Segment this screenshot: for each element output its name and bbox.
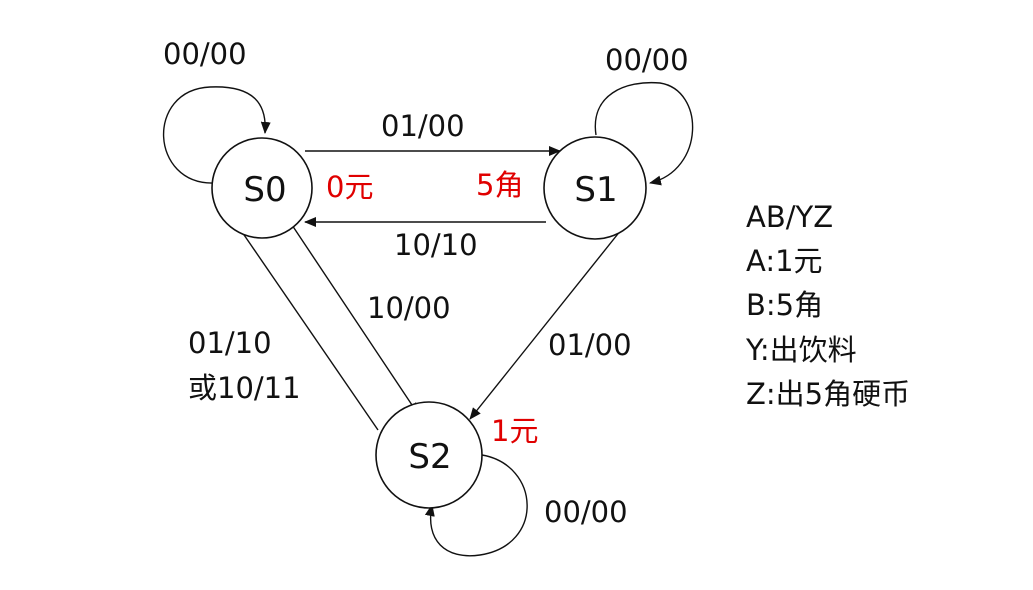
edge-s1-s2 bbox=[469, 224, 626, 420]
state-amount-s1: 5角 bbox=[476, 168, 523, 202]
state-amount-s2: 1元 bbox=[491, 414, 538, 448]
legend-line-2: A:1元 bbox=[746, 244, 823, 278]
edge-s1-self bbox=[594, 81, 694, 186]
edge-s0-s2 bbox=[291, 224, 419, 415]
legend: AB/YZ A:1元 B:5角 Y:出饮料 Z:出5角硬币 bbox=[745, 200, 910, 411]
label-s0-self: 00/00 bbox=[163, 37, 247, 71]
legend-line-1: AB/YZ bbox=[746, 200, 833, 234]
state-amount-s0: 0元 bbox=[326, 170, 373, 204]
edge-s2-self bbox=[424, 454, 528, 557]
label-s2-s0-line1: 01/10 bbox=[188, 326, 272, 360]
state-label-s0: S0 bbox=[243, 170, 286, 210]
label-s1-self: 00/00 bbox=[605, 43, 689, 77]
label-s2-self: 00/00 bbox=[544, 495, 628, 529]
label-s0-s2: 10/00 bbox=[367, 291, 451, 325]
edge-s0-self bbox=[162, 86, 271, 184]
edge-s2-s0 bbox=[228, 212, 379, 431]
label-s2-s0-line2: 或10/11 bbox=[188, 371, 301, 405]
legend-line-5: Z:出5角硬币 bbox=[746, 377, 910, 411]
legend-line-3: B:5角 bbox=[746, 288, 823, 322]
state-node-s2[interactable] bbox=[375, 401, 483, 509]
label-s1-s2: 01/00 bbox=[548, 328, 632, 362]
state-label-s2: S2 bbox=[408, 437, 451, 477]
state-label-s1: S1 bbox=[574, 170, 617, 210]
state-node-s1[interactable] bbox=[543, 136, 647, 240]
label-s1-s0: 10/10 bbox=[394, 228, 478, 262]
state-node-s0[interactable] bbox=[211, 137, 313, 239]
legend-line-4: Y:出饮料 bbox=[745, 333, 857, 367]
label-s0-s1: 01/00 bbox=[381, 109, 465, 143]
